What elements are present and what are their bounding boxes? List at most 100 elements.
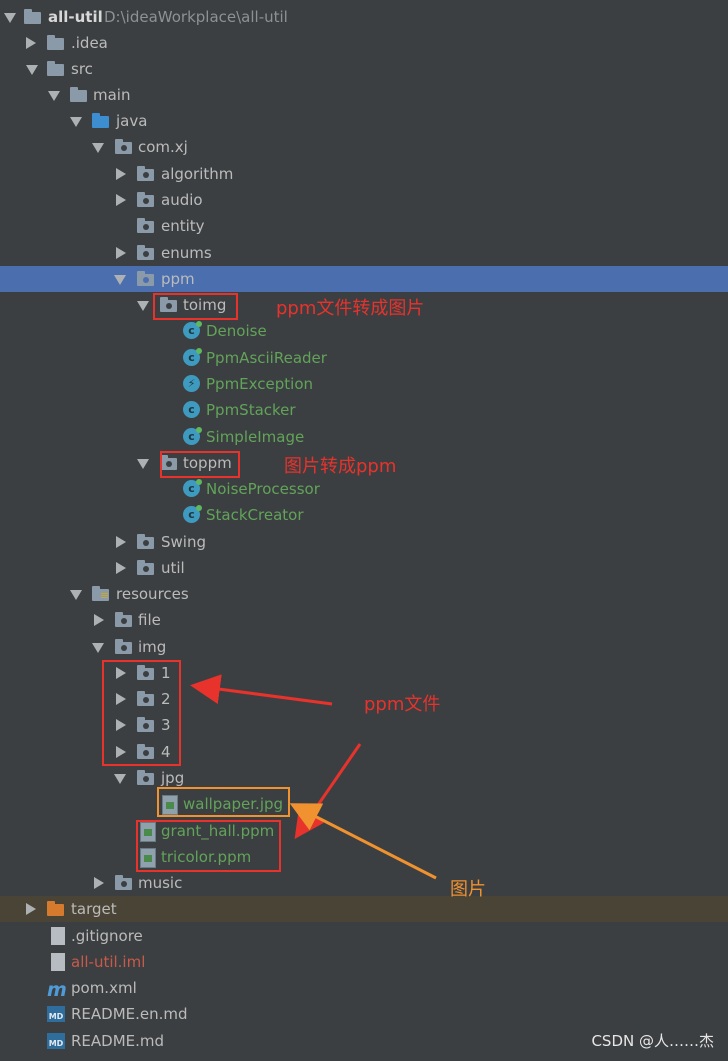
- package-icon: [137, 245, 155, 261]
- tree-row-ppm[interactable]: ppm: [0, 266, 728, 292]
- tree-row-toimg[interactable]: toimg: [0, 292, 728, 318]
- tree-row-ppmexception[interactable]: ⚡ PpmException: [0, 371, 728, 397]
- chevron-down-icon[interactable]: [137, 459, 149, 469]
- tree-row-all-util-iml[interactable]: all-util.iml: [0, 949, 728, 975]
- tree-item-label: SimpleImage: [206, 428, 305, 446]
- chevron-right-icon[interactable]: [116, 562, 126, 574]
- tree-row-ppmasciireader[interactable]: c PpmAsciiReader: [0, 345, 728, 371]
- chevron-right-icon[interactable]: [116, 168, 126, 180]
- chevron-right-icon[interactable]: [116, 247, 126, 259]
- tree-row-target[interactable]: target: [0, 896, 728, 922]
- annotation-toimg: ppm文件转成图片: [276, 298, 425, 319]
- chevron-right-icon[interactable]: [94, 877, 104, 889]
- chevron-down-icon[interactable]: [26, 65, 38, 75]
- tree-row-idea[interactable]: .idea: [0, 30, 728, 56]
- tree-row-java[interactable]: java: [0, 108, 728, 134]
- chevron-right-icon[interactable]: [116, 719, 126, 731]
- tree-row-audio[interactable]: audio: [0, 187, 728, 213]
- tree-item-label: enums: [161, 244, 212, 262]
- tree-row-tricolor-ppm[interactable]: tricolor.ppm: [0, 844, 728, 870]
- chevron-right-icon[interactable]: [116, 693, 126, 705]
- tree-row-src[interactable]: src: [0, 56, 728, 82]
- chevron-down-icon[interactable]: [92, 143, 104, 153]
- chevron-down-icon[interactable]: [70, 117, 82, 127]
- chevron-down-icon[interactable]: [114, 275, 126, 285]
- tree-item-label: README.md: [71, 1032, 165, 1050]
- tree-item-label: img: [138, 638, 167, 656]
- highlight-box-toimg: [153, 293, 238, 320]
- tree-row-com-xj[interactable]: com.xj: [0, 134, 728, 160]
- package-icon: [115, 139, 133, 155]
- chevron-right-icon[interactable]: [94, 614, 104, 626]
- tree-row-enums[interactable]: enums: [0, 240, 728, 266]
- package-icon: [137, 534, 155, 550]
- package-icon: [137, 192, 155, 208]
- tree-row-readme-en-md[interactable]: MD README.en.md: [0, 1001, 728, 1027]
- package-icon: [137, 744, 155, 760]
- tree-row-file[interactable]: file: [0, 607, 728, 633]
- tree-row-resources[interactable]: resources: [0, 581, 728, 607]
- chevron-down-icon[interactable]: [4, 13, 16, 23]
- arrow-to-wallpaper: [289, 803, 437, 880]
- tree-row-main[interactable]: main: [0, 82, 728, 108]
- folder-icon: [70, 87, 88, 103]
- project-path: D:\ideaWorkplace\all-util: [104, 8, 288, 26]
- tree-row-1[interactable]: 1: [0, 660, 728, 686]
- tree-item-label: 2: [161, 690, 171, 708]
- tree-item-label: NoiseProcessor: [206, 480, 320, 498]
- highlight-box-ppm-folders: [102, 660, 181, 766]
- tree-row-project-root[interactable]: all-util D:\ideaWorkplace\all-util: [0, 4, 728, 30]
- java-class-icon: c: [183, 401, 200, 418]
- chevron-right-icon[interactable]: [26, 37, 36, 49]
- chevron-down-icon[interactable]: [92, 643, 104, 653]
- package-icon: [137, 665, 155, 681]
- tree-row-gitignore[interactable]: .gitignore: [0, 923, 728, 949]
- chevron-down-icon[interactable]: [70, 590, 82, 600]
- tree-row-entity[interactable]: entity: [0, 213, 728, 239]
- chevron-right-icon[interactable]: [116, 746, 126, 758]
- tree-item-label: music: [138, 874, 183, 892]
- chevron-right-icon[interactable]: [116, 194, 126, 206]
- tree-row-3[interactable]: 3: [0, 712, 728, 738]
- chevron-right-icon[interactable]: [26, 903, 36, 915]
- tree-row-util[interactable]: util: [0, 555, 728, 581]
- tree-row-readme-md[interactable]: MD README.md: [0, 1028, 728, 1054]
- tree-row-wallpaper-jpg[interactable]: wallpaper.jpg: [0, 791, 728, 817]
- java-class-icon: c: [183, 505, 202, 523]
- tree-item-label: wallpaper.jpg: [183, 795, 284, 813]
- chevron-down-icon[interactable]: [114, 774, 126, 784]
- tree-row-4[interactable]: 4: [0, 739, 728, 765]
- tree-row-2[interactable]: 2: [0, 686, 728, 712]
- tree-row-algorithm[interactable]: algorithm: [0, 161, 728, 187]
- tree-row-noiseprocessor[interactable]: c NoiseProcessor: [0, 476, 728, 502]
- annotation-toppm: 图片转成ppm: [284, 456, 397, 477]
- tree-row-ppmstacker[interactable]: c PpmStacker: [0, 397, 728, 423]
- tree-row-jpg[interactable]: jpg: [0, 765, 728, 791]
- tree-row-music[interactable]: music: [0, 870, 728, 896]
- package-icon: [137, 691, 155, 707]
- tree-item-label: PpmAsciiReader: [206, 349, 327, 367]
- tree-item-label: 1: [161, 664, 171, 682]
- chevron-down-icon[interactable]: [48, 91, 60, 101]
- tree-item-label: src: [71, 60, 93, 78]
- arrow-to-ppm-folders: [190, 674, 333, 706]
- tree-item-label: PpmException: [206, 375, 313, 393]
- tree-row-swing[interactable]: Swing: [0, 529, 728, 555]
- tree-row-denoise[interactable]: c Denoise: [0, 318, 728, 344]
- tree-row-pom-xml[interactable]: m pom.xml: [0, 975, 728, 1001]
- package-icon: [160, 455, 178, 471]
- tree-item-label: pom.xml: [71, 979, 137, 997]
- tree-item-label: .idea: [71, 34, 108, 52]
- tree-row-simpleimage[interactable]: c SimpleImage: [0, 424, 728, 450]
- tree-row-img[interactable]: img: [0, 634, 728, 660]
- chevron-right-icon[interactable]: [116, 667, 126, 679]
- chevron-down-icon[interactable]: [137, 301, 149, 311]
- chevron-right-icon[interactable]: [116, 536, 126, 548]
- tree-row-stackcreator[interactable]: c StackCreator: [0, 502, 728, 528]
- tree-row-grant-hall-ppm[interactable]: grant_hall.ppm: [0, 818, 728, 844]
- ignore-file-icon: [51, 927, 65, 945]
- tree-row-toppm[interactable]: toppm: [0, 450, 728, 476]
- tree-item-label: com.xj: [138, 138, 188, 156]
- tree-item-label: all-util.iml: [71, 953, 146, 971]
